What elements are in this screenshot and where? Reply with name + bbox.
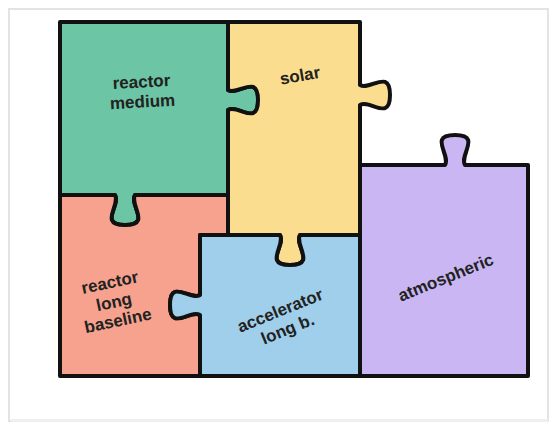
piece-shape (170, 235, 360, 376)
piece-label: reactor medium (81, 69, 203, 114)
puzzle-piece: atmospheric (320, 125, 557, 416)
piece-shape (360, 135, 528, 376)
frame-shadow (11, 419, 548, 422)
frame-border (9, 9, 548, 421)
